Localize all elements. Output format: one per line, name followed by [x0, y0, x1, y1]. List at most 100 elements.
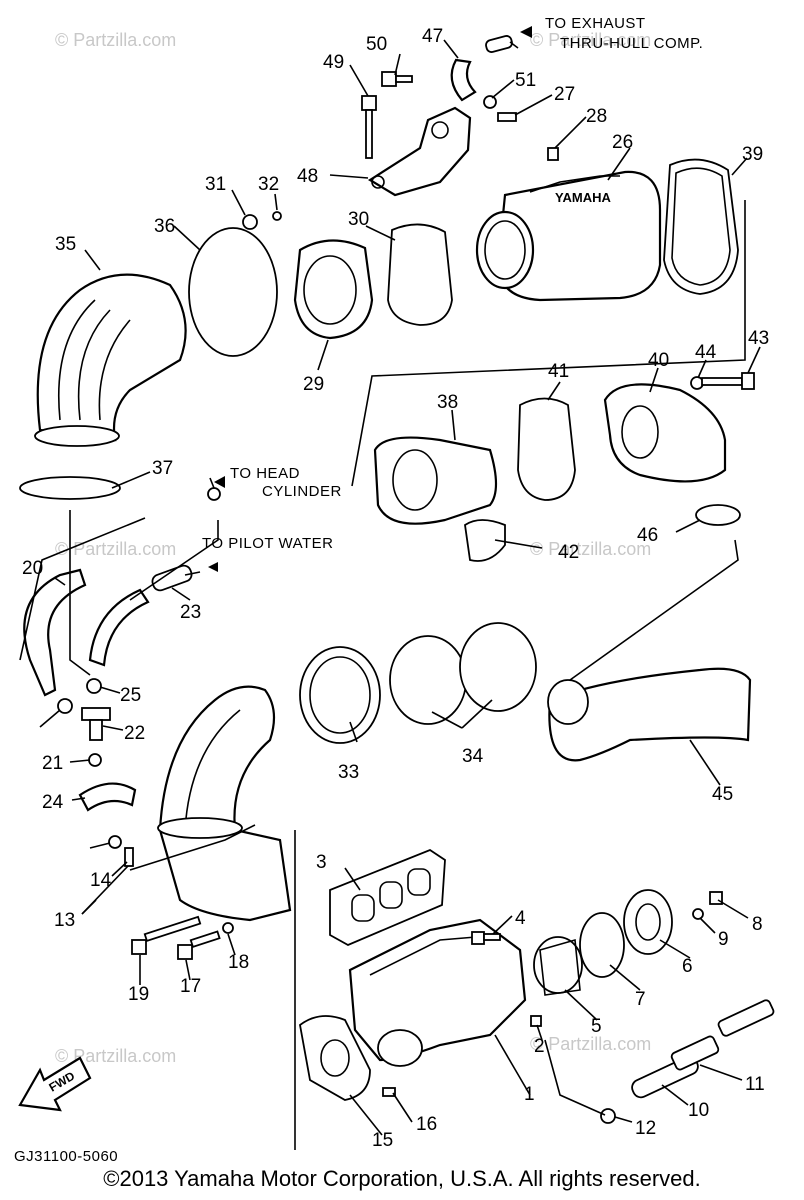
clamp-21b [108, 835, 122, 849]
callout-12: 12 [635, 1118, 656, 1139]
callout-21: 21 [42, 753, 63, 774]
hose-24 [78, 782, 137, 812]
clamp-34 [389, 635, 467, 725]
callout-38: 38 [437, 392, 458, 413]
joint-22 [81, 707, 111, 741]
callout-24: 24 [42, 792, 64, 813]
callout-27: 27 [554, 84, 575, 105]
note-pilot: TO PILOT WATER [202, 535, 333, 552]
hose-47 [450, 35, 513, 102]
pipe-16 [382, 1087, 396, 1097]
callout-41: 41 [548, 361, 569, 382]
callout-19: 19 [128, 984, 149, 1005]
callout-50: 50 [366, 34, 387, 55]
bolt-28 [547, 147, 559, 161]
clamp-37 [19, 476, 121, 500]
gasket-30 [387, 223, 453, 326]
callout-15: 15 [372, 1130, 393, 1150]
joint-33 [299, 646, 381, 744]
bolt-17 [177, 930, 221, 960]
callout-45: 45 [712, 784, 733, 805]
copyright-notice: ©2013 Yamaha Motor Corporation, U.S.A. A… [103, 1166, 701, 1191]
callout-49: 49 [323, 52, 344, 73]
callout-2: 2 [534, 1036, 545, 1057]
watermark: © Partzilla.com [530, 539, 651, 559]
joint-29 [293, 239, 374, 340]
bracket-48 [367, 106, 472, 197]
callout-36: 36 [154, 216, 175, 237]
washer-18 [222, 922, 234, 934]
callout-40: 40 [648, 350, 669, 371]
leader-lines [39, 39, 761, 1136]
gasket-41 [517, 397, 576, 501]
gasket-7 [579, 912, 625, 978]
clamp-25 [86, 678, 102, 694]
exhaust-parts-diagram: © Partzilla.com © Partzilla.com © Partzi… [18, 15, 775, 1150]
svg-text:YAMAHA: YAMAHA [555, 190, 611, 205]
bolt-31 [242, 214, 258, 230]
callout-42: 42 [558, 542, 579, 563]
note-head-1: TO HEAD [230, 465, 300, 482]
pipe-14 [124, 847, 134, 867]
callout-8: 8 [752, 914, 763, 935]
note-head-2: CYLINDER [262, 483, 342, 500]
bolt-19 [131, 915, 202, 955]
callout-4: 4 [515, 908, 526, 929]
callout-14: 14 [90, 870, 112, 891]
washer-32 [272, 211, 282, 221]
callout-17: 17 [180, 976, 201, 997]
bolt-4 [471, 931, 501, 945]
water-lock-38 [373, 436, 498, 525]
callout-25: 25 [120, 685, 141, 706]
clamp-21 [88, 753, 102, 767]
washer-9 [692, 908, 704, 920]
cap-42 [464, 519, 506, 562]
callout-labels: 1 2 3 4 5 6 7 8 9 10 11 12 13 14 15 16 1… [22, 26, 769, 1150]
hose-23 [88, 588, 150, 667]
callout-29: 29 [303, 374, 324, 395]
callout-39: 39 [742, 144, 763, 165]
callout-46: 46 [637, 525, 658, 546]
gasket-39 [663, 158, 739, 295]
arrow-icon [208, 562, 218, 572]
clamp-36 [188, 227, 278, 357]
hose-20 [23, 568, 87, 697]
callout-18: 18 [228, 952, 249, 973]
clamp-51 [483, 95, 497, 109]
callout-10: 10 [688, 1100, 709, 1121]
watermark: © Partzilla.com [530, 30, 651, 50]
callout-33: 33 [338, 762, 359, 783]
callout-26: 26 [612, 132, 633, 153]
callout-30: 30 [348, 209, 369, 230]
arrow-icon [214, 476, 225, 488]
callout-22: 22 [124, 723, 145, 744]
callout-3: 3 [316, 852, 327, 873]
arrow-icon [520, 26, 532, 38]
callout-35: 35 [55, 234, 76, 255]
callout-44: 44 [695, 342, 717, 363]
callout-47: 47 [422, 26, 443, 47]
watermark: © Partzilla.com [55, 539, 176, 559]
note-exhaust-2: THRU-HULL COMP. [560, 35, 703, 52]
clamp-25b [57, 698, 73, 714]
callout-23: 23 [180, 602, 201, 623]
joint-rubber-35 [34, 273, 187, 447]
clamp-12 [600, 1108, 616, 1124]
bolt-43 [701, 372, 755, 390]
spring-11 [670, 999, 775, 1071]
callout-6: 6 [682, 956, 693, 977]
pipe-27 [497, 112, 517, 122]
diagram-code: GJ31100-5060 [14, 1148, 119, 1165]
bolt-50 [381, 71, 413, 87]
callout-43: 43 [748, 328, 769, 349]
callout-16: 16 [416, 1114, 437, 1135]
note-exhaust-1: TO EXHAUST [545, 15, 646, 32]
pipe-2 [530, 1015, 542, 1027]
bolt-49 [361, 95, 377, 159]
callout-5: 5 [591, 1016, 602, 1037]
muffler-26: YAMAHA [475, 170, 662, 302]
callout-31: 31 [205, 174, 226, 195]
callout-9: 9 [718, 929, 729, 950]
callout-1: 1 [524, 1084, 535, 1105]
